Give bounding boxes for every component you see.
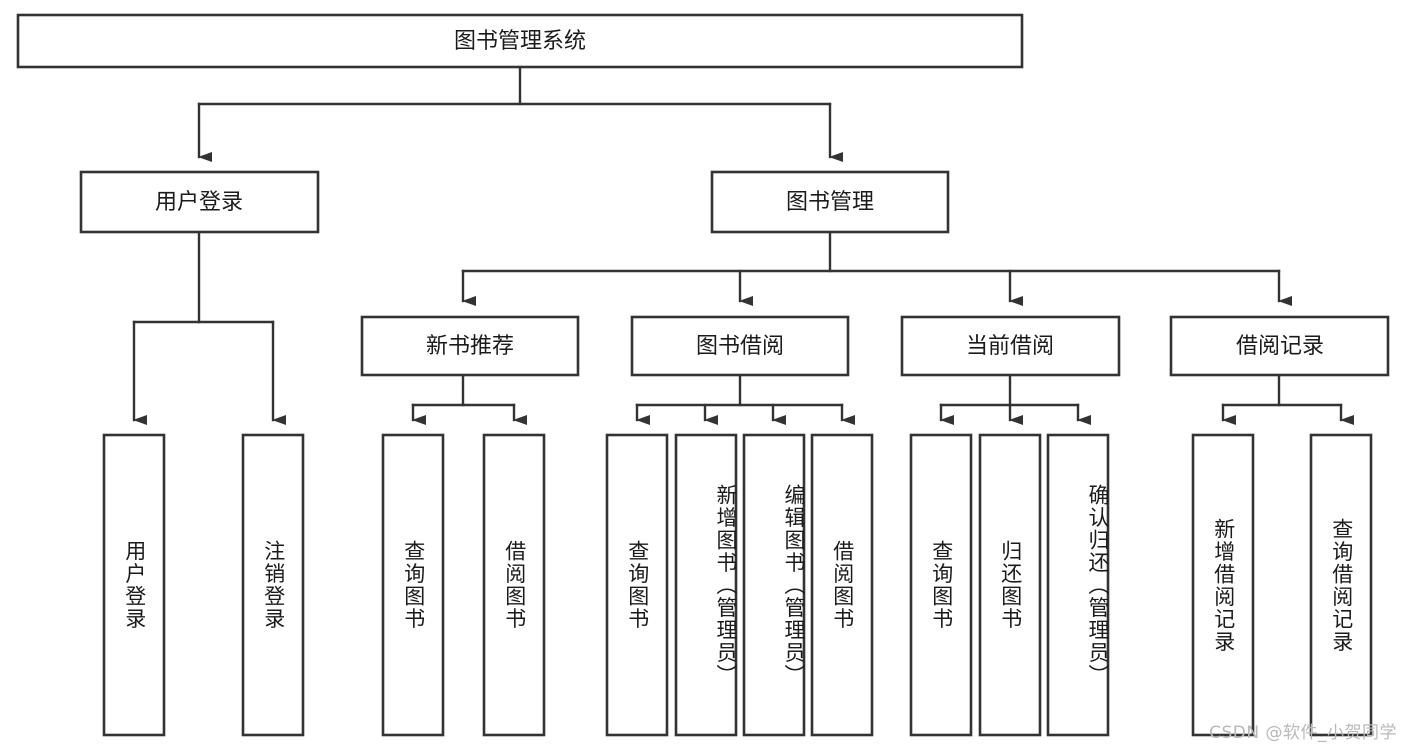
leaf-box-book-borrow-4[interactable] <box>810 433 874 737</box>
node-user-login[interactable]: 用户登录 <box>79 170 320 234</box>
leaf-boxes-new-book-recommend <box>381 433 546 737</box>
leaf-boxes-current-borrow <box>909 433 1110 737</box>
node-book-management-label: 图书管理 <box>786 190 874 215</box>
leaf-box-borrow-record-2[interactable] <box>1309 433 1373 737</box>
leaf-boxes-borrow-record <box>1191 433 1373 737</box>
node-user-login-label: 用户登录 <box>155 190 243 215</box>
leaf-box-new-book-2[interactable] <box>482 433 546 737</box>
node-current-borrow-label: 当前借阅 <box>966 334 1054 359</box>
node-new-book-recommend[interactable]: 新书推荐 <box>360 315 580 377</box>
node-book-borrow-box[interactable] <box>630 315 850 377</box>
connectors-book-mgmt <box>461 230 1292 306</box>
node-new-book-recommend-label: 新书推荐 <box>426 334 514 359</box>
connectors-borrow-record <box>1221 373 1354 425</box>
node-root-label: 图书管理系统 <box>454 29 586 54</box>
node-borrow-record-box[interactable] <box>1169 315 1390 377</box>
leaf-box-borrow-record-1[interactable] <box>1191 433 1255 737</box>
node-current-borrow[interactable]: 当前借阅 <box>900 315 1121 377</box>
node-current-borrow-box[interactable] <box>900 315 1121 377</box>
node-book-borrow-label: 图书借阅 <box>696 334 784 359</box>
leaf-box-book-borrow-2[interactable] <box>674 433 738 737</box>
node-user-login-box[interactable] <box>79 170 320 234</box>
connectors-root <box>197 65 843 162</box>
node-root[interactable]: 图书管理系统 <box>16 13 1024 69</box>
node-borrow-record[interactable]: 借阅记录 <box>1169 315 1390 377</box>
leaf-boxes-user-login <box>102 433 305 737</box>
leaf-box-current-borrow-3[interactable] <box>1046 433 1110 737</box>
leaf-box-new-book-1[interactable] <box>381 433 445 737</box>
leaf-box-current-borrow-2[interactable] <box>978 433 1042 737</box>
node-root-box[interactable] <box>16 13 1024 69</box>
node-book-borrow[interactable]: 图书借阅 <box>630 315 850 377</box>
leaf-box-book-borrow-3[interactable] <box>742 433 806 737</box>
connectors-current-borrow <box>939 373 1091 425</box>
csdn-watermark: CSDN @软件_小贺同学 <box>1209 723 1397 743</box>
node-book-management-box[interactable] <box>710 170 950 234</box>
leaf-box-book-borrow-1[interactable] <box>605 433 669 737</box>
leaf-box-user-login-2[interactable] <box>241 433 305 737</box>
leaf-box-user-login-1[interactable] <box>102 433 166 737</box>
node-borrow-record-label: 借阅记录 <box>1236 334 1324 359</box>
connectors-book-borrow <box>635 373 855 425</box>
connectors-new-book-recommend <box>411 373 527 425</box>
connectors-user-login <box>132 230 286 425</box>
node-book-management[interactable]: 图书管理 <box>710 170 950 234</box>
leaf-boxes-book-borrow <box>605 433 874 737</box>
leaf-box-current-borrow-1[interactable] <box>909 433 973 737</box>
node-new-book-recommend-box[interactable] <box>360 315 580 377</box>
